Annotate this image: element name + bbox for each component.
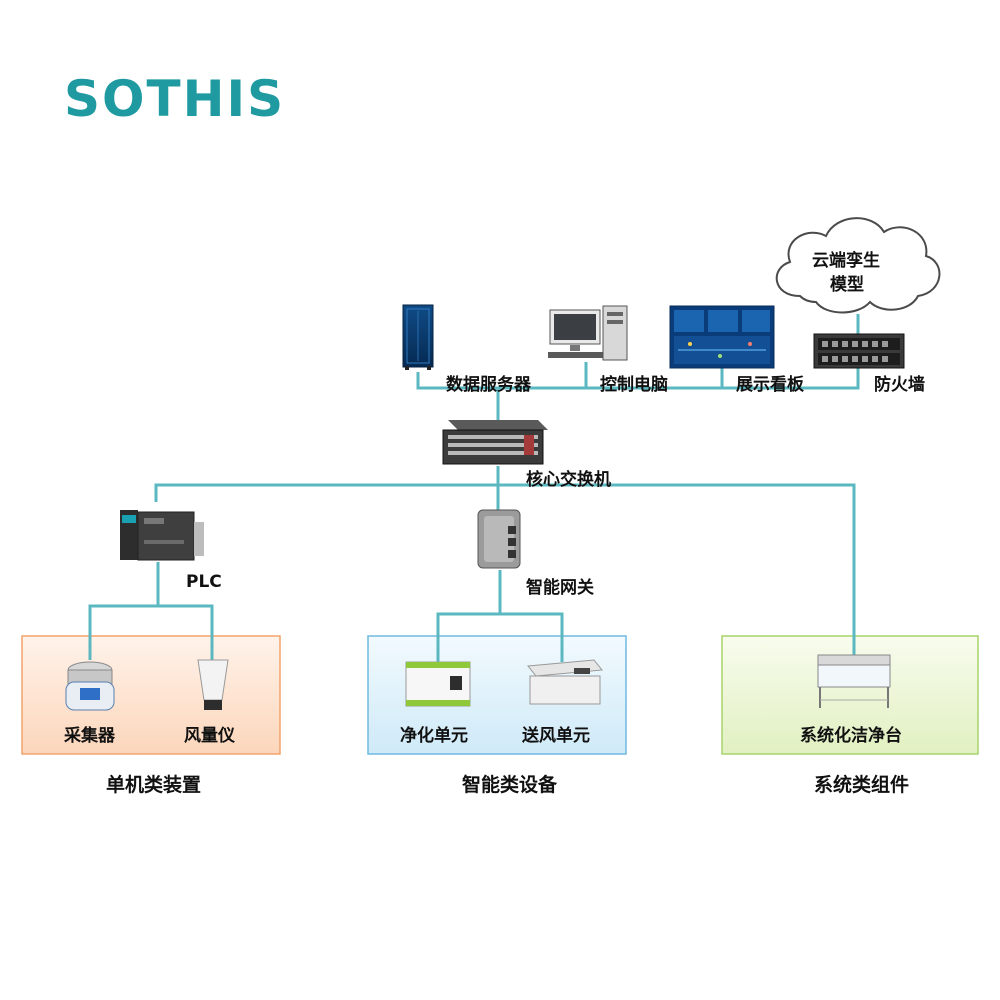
group-title-smart: 智能类设备 [462, 774, 558, 796]
group-box-standalone [21, 635, 281, 755]
gateway-label: 智能网关 [526, 578, 594, 598]
sothis-logo: SOTHIS [64, 70, 286, 128]
clean-bench-icon [817, 654, 891, 708]
core-switch-icon [442, 420, 548, 465]
purification-unit-icon [405, 661, 471, 707]
server-rack-icon [402, 304, 434, 370]
computer-icon [548, 305, 628, 361]
core-switch-label: 核心交换机 [526, 470, 611, 490]
collector-icon [65, 661, 115, 711]
dashboard-label: 展示看板 [736, 375, 804, 395]
cloud-label-line1: 云端孪生 [812, 251, 880, 271]
anemometer-icon [197, 659, 229, 710]
clean-bench-label: 系统化洁净台 [800, 726, 902, 746]
air-supply-unit-label: 送风单元 [522, 726, 590, 746]
pc-label: 控制电脑 [600, 375, 668, 395]
collector-label: 采集器 [64, 726, 115, 746]
cloud-shape [775, 217, 941, 314]
plc-label: PLC [186, 572, 222, 592]
group-title-system: 系统类组件 [814, 774, 910, 796]
firewall-icon [813, 333, 905, 369]
firewall-label: 防火墙 [874, 375, 925, 395]
gateway-icon [477, 509, 521, 569]
plc-icon [120, 510, 204, 561]
cloud-label-line2: 模型 [830, 275, 864, 295]
air-supply-unit-icon [527, 659, 603, 705]
dashboard-screen-icon [669, 305, 775, 369]
group-title-standalone: 单机类装置 [106, 774, 202, 796]
anemometer-label: 风量仪 [184, 726, 235, 746]
server-label: 数据服务器 [446, 375, 531, 395]
purification-unit-label: 净化单元 [400, 726, 468, 746]
